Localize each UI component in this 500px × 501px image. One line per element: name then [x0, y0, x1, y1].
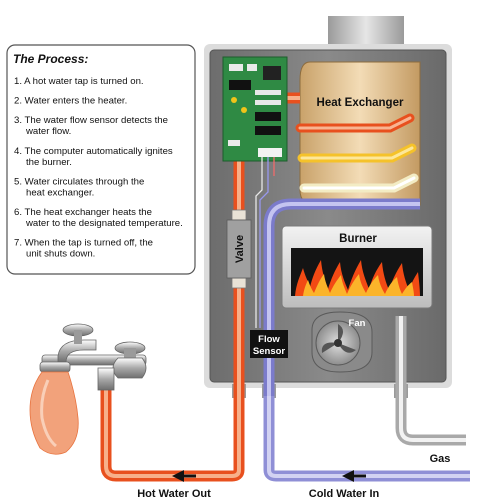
- flow-sensor-label-line2: Sensor: [253, 346, 286, 357]
- flow-sensor-label-line1: Flow: [258, 334, 280, 345]
- process-title: The Process:: [13, 52, 88, 66]
- burner-label: Burner: [339, 233, 377, 245]
- process-panel: The Process: 1. A hot water tap is turne…: [7, 45, 195, 274]
- fan-label: Fan: [349, 318, 366, 329]
- process-step-line: 7. When the tap is turned off, the: [14, 238, 153, 249]
- hot-water-stream: [30, 372, 78, 454]
- gas-label: Gas: [430, 453, 451, 465]
- process-step-line: 6. The heat exchanger heats the: [14, 207, 152, 218]
- process-step-line: water to the designated temperature.: [25, 218, 183, 229]
- valve-label: Valve: [234, 235, 246, 263]
- process-step-line: 3. The water flow sensor detects the: [14, 115, 168, 126]
- flow-sensor: Flow Sensor: [250, 330, 288, 358]
- fan: Fan: [312, 312, 372, 372]
- process-step: 2. Water enters the heater.: [14, 96, 127, 107]
- hot-water-out-label: Hot Water Out: [137, 488, 211, 500]
- process-step-line: 4. The computer automatically ignites: [14, 146, 173, 157]
- process-step-line: the burner.: [26, 157, 72, 168]
- cold-water-in-label: Cold Water In: [309, 488, 380, 500]
- process-step-line: 5. Water circulates through the: [14, 176, 144, 187]
- valve: Valve: [227, 210, 251, 288]
- process-step: 1. A hot water tap is turned on.: [14, 76, 144, 87]
- burner: Burner: [282, 226, 432, 308]
- heat-exchanger-label: Heat Exchanger: [317, 97, 404, 109]
- process-step-line: heat exchanger.: [26, 187, 94, 198]
- computer-circuit-board: [223, 57, 287, 161]
- process-step-line: 1. A hot water tap is turned on.: [14, 76, 144, 87]
- process-step-line: 2. Water enters the heater.: [14, 96, 127, 107]
- process-step-line: water flow.: [25, 126, 71, 137]
- process-step-line: unit shuts down.: [26, 249, 95, 260]
